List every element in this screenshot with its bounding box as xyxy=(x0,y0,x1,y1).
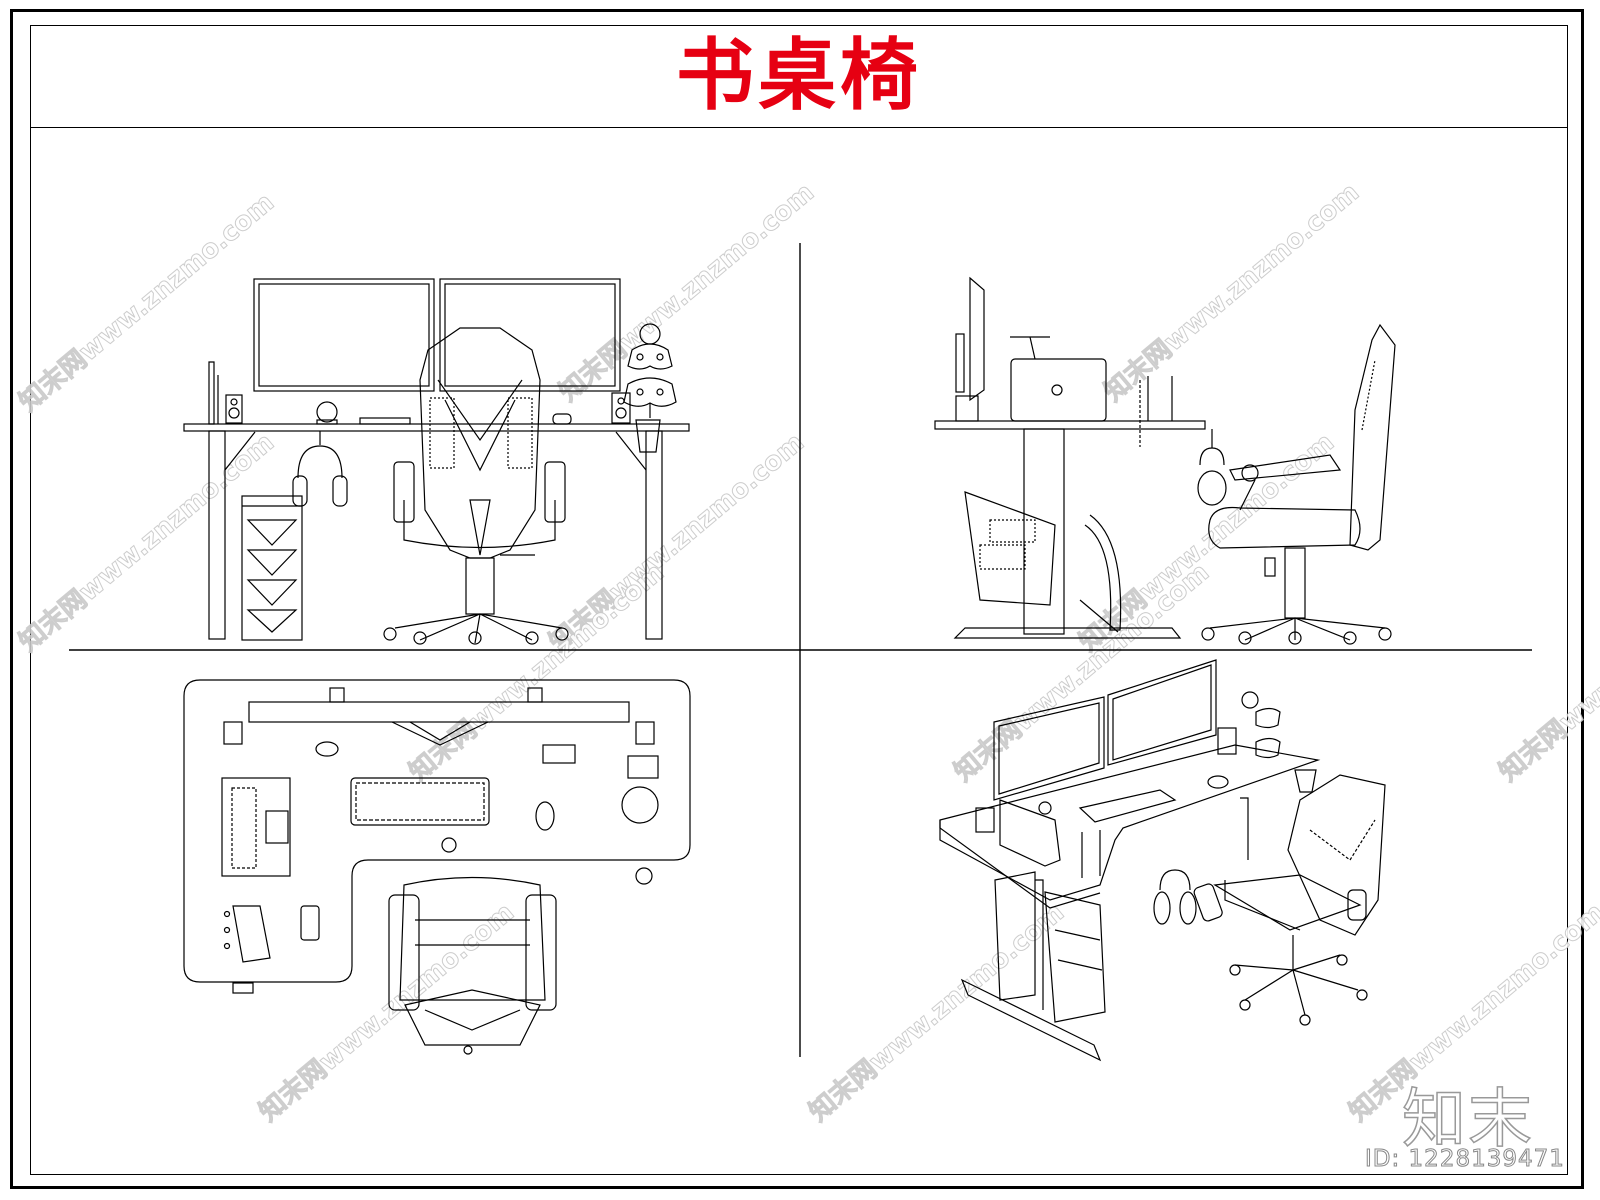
cup-holder xyxy=(635,419,661,453)
laptop-plan xyxy=(221,777,291,877)
front-elevation-view xyxy=(183,278,690,645)
monitors-plan xyxy=(248,701,630,723)
drawing-id: ID: 1228139471 xyxy=(1365,1146,1565,1173)
title-block: 书桌椅 xyxy=(30,25,1568,128)
drawing-title: 书桌椅 xyxy=(675,30,922,121)
chair-plan xyxy=(388,876,557,1055)
monitor-right xyxy=(439,278,621,392)
controller-stand xyxy=(623,323,677,418)
desk-top xyxy=(183,423,690,432)
side-elevation-view xyxy=(934,276,1396,645)
pc-tower-side xyxy=(964,491,1122,633)
top-plan-view xyxy=(183,679,691,1055)
keyboard-axo xyxy=(1078,789,1177,823)
pc-tower-axo xyxy=(994,871,1106,1023)
monitor-left xyxy=(253,278,435,392)
desk-top-axo xyxy=(939,744,1321,901)
desk-top-side xyxy=(934,420,1206,430)
outer-border xyxy=(10,9,1584,1189)
laptop xyxy=(1010,358,1107,422)
pc-tower xyxy=(241,495,303,641)
gaming-chair-side xyxy=(1201,323,1396,645)
gaming-chair-front xyxy=(383,327,569,645)
speaker-right xyxy=(611,392,631,424)
keyboard-plan xyxy=(350,777,490,826)
brand-logo: 知末 xyxy=(1401,1082,1534,1158)
headphones xyxy=(292,431,348,507)
chair-axo xyxy=(1193,774,1386,1026)
laptop-axo xyxy=(999,799,1061,867)
axonometric-view xyxy=(939,659,1386,1062)
desk-leg-right xyxy=(645,430,663,640)
monitor-side xyxy=(969,276,985,402)
monitors-axo xyxy=(993,659,1217,801)
armrest xyxy=(1229,454,1342,481)
desk-leg-left xyxy=(208,430,226,640)
desk-outline-plan xyxy=(183,679,691,983)
inner-border xyxy=(30,25,1568,1175)
speaker-left xyxy=(225,394,243,424)
view-dividers xyxy=(69,243,1532,1057)
desk-clock xyxy=(316,401,338,423)
